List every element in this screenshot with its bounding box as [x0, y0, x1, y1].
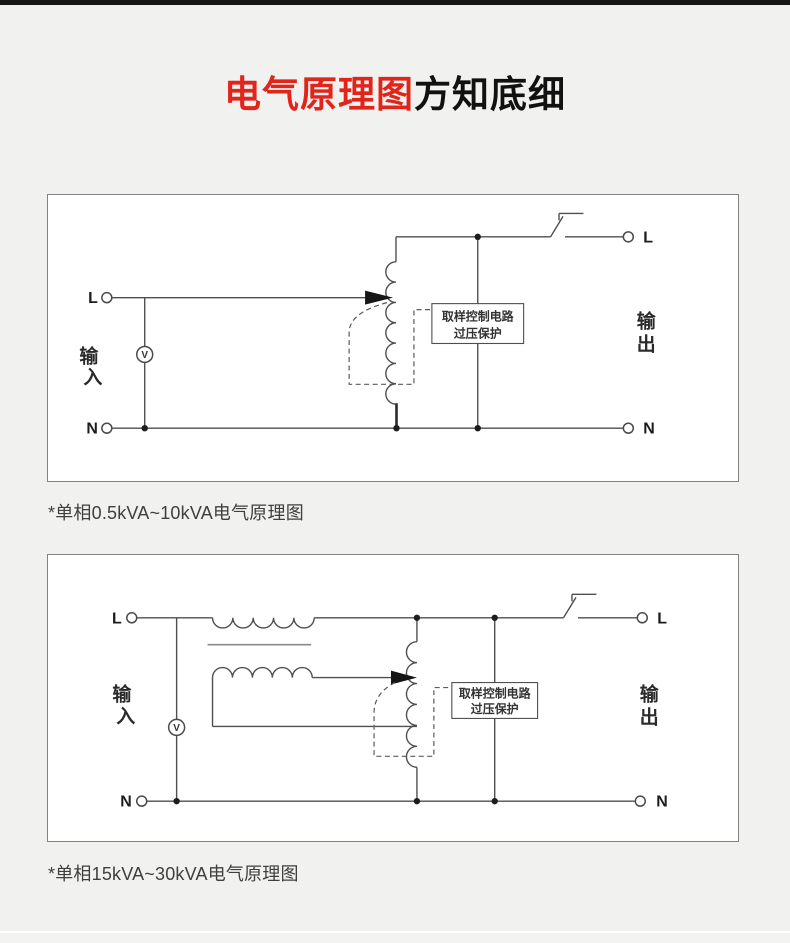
- output-terminal-n: [622, 422, 635, 434]
- junction-dot: [141, 424, 148, 432]
- control-box: 取样控制电路 过压保护: [431, 303, 525, 345]
- output-title: 输 出: [640, 682, 660, 728]
- control-box-line2: 过压保护: [471, 701, 519, 716]
- output-n-label: N: [643, 421, 655, 438]
- output-title: 输 出: [637, 310, 657, 356]
- control-link-dashed: [348, 302, 432, 385]
- regulating-coil: [405, 640, 417, 768]
- svg-text:入: 入: [83, 366, 102, 388]
- wiper-arrow-icon: [365, 290, 393, 305]
- voltmeter-symbol: V: [173, 723, 180, 734]
- junction-dot: [393, 424, 400, 432]
- svg-text:输: 输: [112, 682, 132, 705]
- svg-text:输: 输: [640, 682, 660, 705]
- output-terminal-n: [634, 795, 647, 807]
- control-box-line1: 取样控制电路: [459, 686, 532, 701]
- junction-dot: [491, 614, 498, 621]
- top-divider-bar: [0, 0, 790, 5]
- circuit-wires: [111, 236, 624, 429]
- junction-dot: [413, 614, 421, 621]
- control-box-line1: 取样控制电路: [442, 309, 515, 324]
- section-title-highlight: 电气原理图: [224, 74, 414, 115]
- control-link-dashed: [373, 682, 452, 757]
- autotransformer-coil: [385, 261, 397, 405]
- output-terminal-l: [636, 612, 649, 624]
- svg-text:出: 出: [640, 705, 659, 728]
- output-l-label: L: [643, 229, 653, 246]
- bottom-divider: [0, 931, 790, 943]
- input-title: 输 入: [112, 682, 135, 727]
- output-switch-icon: [549, 212, 584, 238]
- input-terminal-l: [101, 291, 113, 304]
- schematic-0p5-10kva: 取样控制电路 过压保护 V L N L N 输 入: [79, 212, 657, 438]
- output-terminal-l: [622, 231, 635, 243]
- voltmeter-icon: V: [135, 345, 154, 364]
- schematic-15-30kva: 取样控制电路 过压保护 V L N L N 输 入: [112, 593, 668, 811]
- svg-text:输: 输: [79, 344, 99, 367]
- input-l-label: L: [88, 290, 98, 307]
- secondary-winding-coil: [211, 666, 313, 678]
- svg-text:输: 输: [637, 310, 657, 333]
- schematic-caption-1: *单相0.5kVA~10kVA电气原理图: [48, 503, 304, 523]
- junction-dot: [173, 797, 180, 805]
- voltmeter-icon: V: [167, 718, 186, 737]
- input-l-label: L: [112, 610, 122, 627]
- control-box: 取样控制电路 过压保护: [451, 682, 539, 719]
- input-n-label: N: [120, 794, 132, 811]
- schematic-panel-2: 取样控制电路 过压保护 V L N L N 输 入: [47, 554, 739, 842]
- wiper-arrow-icon: [391, 670, 417, 685]
- output-switch-icon: [562, 593, 597, 619]
- junction-dot: [413, 797, 421, 805]
- schematic-caption-2: *单相15kVA~30kVA电气原理图: [48, 864, 299, 884]
- svg-text:入: 入: [116, 705, 135, 727]
- junction-dot: [474, 233, 481, 241]
- control-box-line2: 过压保护: [454, 326, 502, 341]
- output-n-label: N: [656, 794, 668, 811]
- input-n-label: N: [86, 421, 98, 438]
- input-title: 输 入: [79, 344, 102, 388]
- series-winding-coil: [211, 617, 315, 629]
- input-terminal-n: [101, 422, 113, 434]
- junction-dot: [474, 424, 481, 432]
- output-l-label: L: [657, 610, 667, 627]
- voltmeter-symbol: V: [141, 350, 148, 361]
- svg-text:出: 出: [637, 332, 656, 355]
- section-title: 电气原理图方知底细: [0, 74, 790, 116]
- schematic-panel-1: 取样控制电路 过压保护 V L N L N 输 入: [47, 194, 739, 482]
- input-terminal-l: [126, 612, 138, 624]
- section-title-rest: 方知底细: [414, 74, 566, 115]
- circuit-wires: [136, 617, 638, 802]
- junction-dot: [491, 797, 498, 805]
- input-terminal-n: [135, 795, 148, 807]
